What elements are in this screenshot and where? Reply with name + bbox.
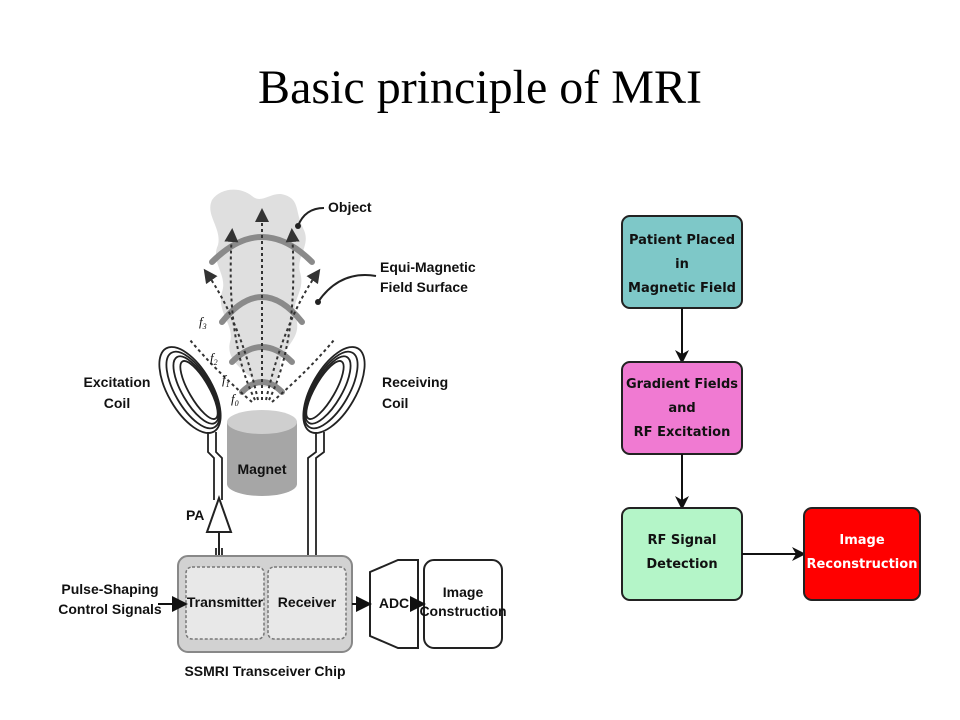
adc-block [369, 559, 419, 649]
flow-gradient-line-2: and [668, 401, 695, 416]
field-lines [189, 208, 335, 403]
receiving-coil [302, 346, 366, 434]
flow-reconstruction-line-2: Reconstruction [807, 557, 918, 572]
flow-patient-line-2: in [675, 257, 689, 272]
flow-detection-line-2: Detection [646, 557, 717, 572]
image-construction-label-2: Construction [419, 603, 506, 619]
object-label: Object [328, 199, 372, 215]
flow-box-detection [621, 507, 743, 601]
ssmri-diagram: f3 f2 f1 f0 Magnet [58, 189, 507, 679]
excitation-coil [158, 346, 222, 434]
magnet-label: Magnet [238, 461, 287, 477]
object-shape [210, 189, 306, 387]
flow-detection-line-1: RF Signal [647, 533, 716, 548]
magnet: Magnet [227, 410, 297, 496]
transmitter-block [185, 566, 265, 640]
coil-wires [207, 432, 325, 556]
page-title: Basic principle of MRI [258, 61, 702, 114]
adc-label: ADC [379, 595, 409, 611]
receiving-coil-label-1: Receiving [382, 374, 448, 390]
freq-label-f3: f3 [199, 314, 207, 331]
transmitter-label: Transmitter [187, 594, 264, 610]
flow-reconstruction-line-1: Image [839, 533, 884, 548]
freq-label-f1: f1 [222, 372, 230, 389]
flow-patient-line-3: Magnetic Field [628, 281, 736, 296]
receiver-label: Receiver [278, 594, 337, 610]
excitation-coil-label-1: Excitation [84, 374, 151, 390]
equi-magnetic-label-2: Field Surface [380, 279, 468, 295]
excitation-coil-label-2: Coil [104, 395, 130, 411]
pulse-label-2: Control Signals [58, 601, 162, 617]
equi-magnetic-label-1: Equi-Magnetic [380, 259, 476, 275]
freq-label-f2: f2 [210, 350, 218, 367]
mri-flowchart: Patient Placed in Magnetic Field Gradien… [621, 215, 921, 601]
flow-box-reconstruction [803, 507, 921, 601]
freq-label-f0: f0 [231, 391, 239, 408]
flow-gradient-line-1: Gradient Fields [626, 377, 738, 392]
image-construction-label-1: Image [443, 584, 484, 600]
pa-label: PA [186, 507, 204, 523]
flow-patient-line-1: Patient Placed [629, 233, 735, 248]
flow-gradient-line-3: RF Excitation [634, 425, 731, 440]
receiving-coil-label-2: Coil [382, 395, 408, 411]
pa-amplifier [205, 494, 233, 533]
chip-label: SSMRI Transceiver Chip [184, 663, 345, 679]
pulse-label-1: Pulse-Shaping [61, 581, 158, 597]
receiver-block [267, 566, 347, 640]
